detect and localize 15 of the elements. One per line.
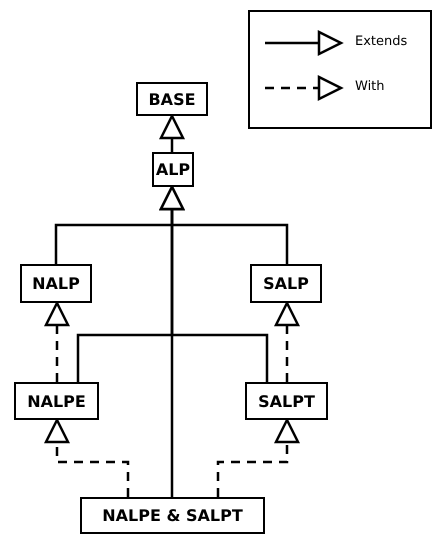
- class-box: NALPE & SALPT: [80, 497, 265, 534]
- dashed-arrow: [274, 302, 300, 382]
- class-box: NALP: [20, 264, 92, 303]
- class-box: BASE: [136, 82, 208, 116]
- class-box: ALP: [152, 152, 194, 187]
- dashed-arrow: [44, 302, 70, 382]
- dashed-arrow: [44, 418, 130, 497]
- legend-label: Extends: [355, 34, 408, 49]
- class-box: SALPT: [245, 382, 328, 420]
- class-box: NALPE: [14, 382, 99, 420]
- dashed-arrow: [216, 418, 300, 497]
- arrow: [160, 186, 184, 497]
- arrow: [160, 114, 184, 152]
- legend-label: With: [355, 79, 385, 94]
- class-box: SALP: [250, 264, 322, 303]
